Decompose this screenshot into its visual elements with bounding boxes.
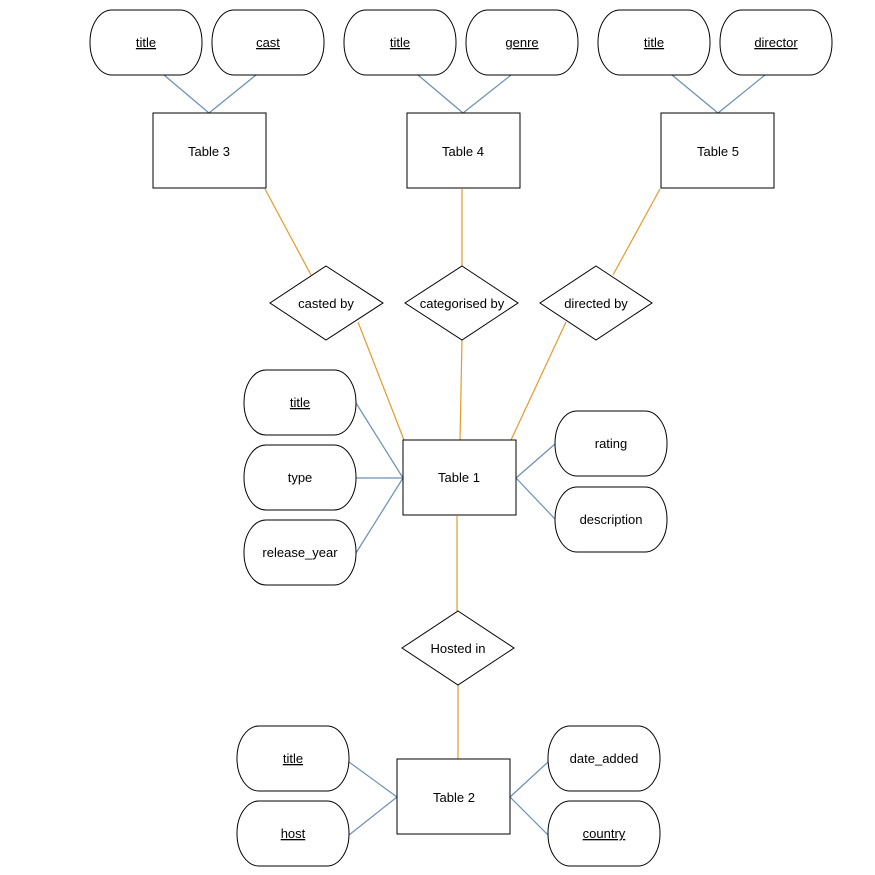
- entity-label: Table 1: [438, 470, 480, 485]
- attr-t2-host: host: [236, 800, 350, 867]
- rel-directed-by: directed by: [539, 265, 653, 341]
- attr-label: genre: [505, 35, 538, 50]
- link-t2-title: [348, 761, 398, 798]
- link-t5-title: [671, 74, 719, 114]
- link-t2-host: [348, 796, 398, 836]
- link-t2-date-added: [509, 761, 549, 798]
- attr-label: title: [136, 35, 156, 50]
- entity-table4: Table 4: [406, 112, 521, 189]
- link-t3-casted-by: [264, 188, 312, 276]
- link-t5-directed-by: [612, 188, 661, 276]
- attr-t4-title: title: [343, 9, 457, 76]
- rel-label: categorised by: [420, 296, 505, 311]
- entity-table1: Table 1: [402, 439, 517, 516]
- attr-t1-release-year: release_year: [243, 519, 357, 586]
- attr-t2-title: title: [236, 725, 350, 792]
- link-t1-title: [355, 402, 404, 479]
- rel-hosted-in: Hosted in: [401, 610, 515, 686]
- link-t4-title: [417, 74, 464, 114]
- entity-table3: Table 3: [152, 112, 267, 189]
- attr-label: release_year: [262, 545, 338, 560]
- attr-t1-type: type: [243, 444, 357, 511]
- attr-label: title: [290, 395, 310, 410]
- attr-label: date_added: [570, 751, 639, 766]
- attr-t3-title: title: [89, 9, 203, 76]
- rel-label: casted by: [298, 296, 354, 311]
- attribute-links: [163, 74, 766, 836]
- attr-label: country: [583, 826, 626, 841]
- rel-label: Hosted in: [431, 641, 486, 656]
- attr-t2-country: country: [547, 800, 661, 867]
- link-t3-cast: [208, 74, 257, 114]
- attr-label: host: [281, 826, 306, 841]
- link-t2-country: [509, 796, 549, 836]
- entity-label: Table 2: [433, 790, 475, 805]
- link-directed-by-t1: [510, 321, 567, 441]
- rel-categorised-by: categorised by: [404, 265, 519, 341]
- link-categorised-by-t1: [459, 339, 463, 441]
- attr-label: description: [580, 512, 643, 527]
- attr-label: rating: [595, 436, 628, 451]
- attr-t2-date-added: date_added: [547, 725, 661, 792]
- link-t1-description: [515, 477, 556, 520]
- entity-label: Table 3: [188, 144, 230, 159]
- entity-label: Table 4: [442, 144, 484, 159]
- attr-t1-description: description: [554, 486, 668, 553]
- attr-t5-director: director: [719, 9, 833, 76]
- link-casted-by-t1: [357, 321, 405, 441]
- attr-label: title: [283, 751, 303, 766]
- link-t3-title: [163, 74, 210, 114]
- link-t5-director: [717, 74, 766, 114]
- attr-t5-title: title: [597, 9, 711, 76]
- attr-label: title: [390, 35, 410, 50]
- link-t1-release-year: [355, 477, 404, 554]
- attr-t3-cast: cast: [211, 9, 325, 76]
- entity-table2: Table 2: [396, 758, 511, 835]
- entity-label: Table 5: [697, 144, 739, 159]
- relationship-links: [264, 188, 661, 759]
- attr-label: director: [754, 35, 798, 50]
- link-t4-genre: [462, 74, 512, 114]
- attr-label: type: [288, 470, 313, 485]
- attr-t1-title: title: [243, 369, 357, 436]
- rel-casted-by: casted by: [269, 265, 384, 341]
- rel-label: directed by: [564, 296, 628, 311]
- attr-label: title: [644, 35, 664, 50]
- attr-label: cast: [256, 35, 280, 50]
- entity-table5: Table 5: [660, 112, 775, 189]
- attr-t1-rating: rating: [554, 410, 668, 477]
- link-t1-rating: [515, 443, 556, 479]
- attr-t4-genre: genre: [465, 9, 579, 76]
